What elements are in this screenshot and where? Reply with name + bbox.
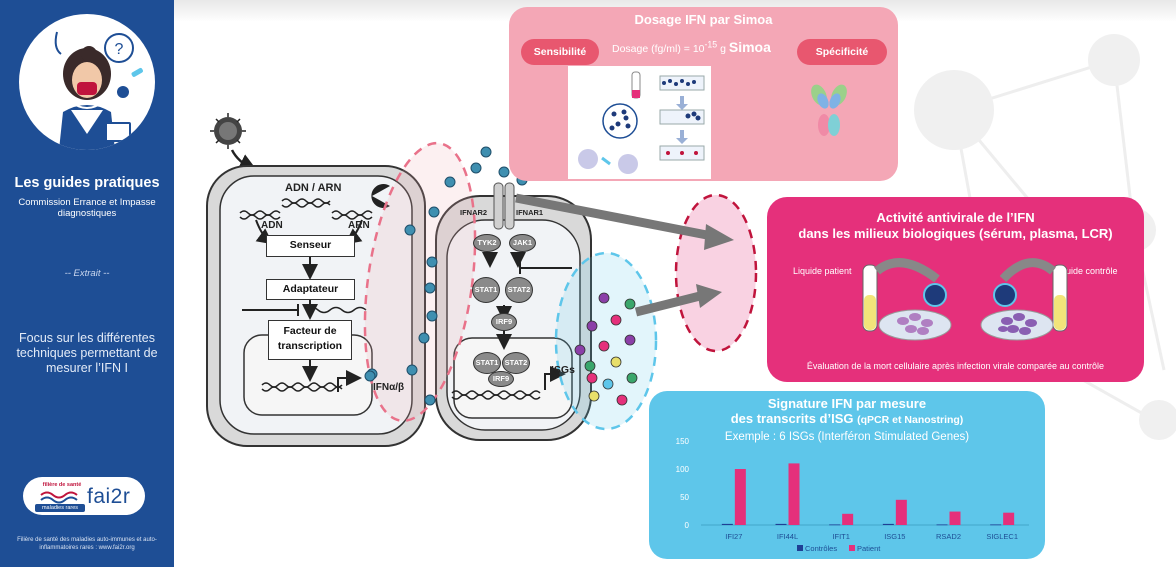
- bar-contr-les-siglec1: [990, 524, 1002, 526]
- ifnar1-label: IFNAR1: [516, 208, 544, 217]
- jak1-protein: JAK1: [509, 234, 536, 252]
- ifn-alpha-beta-label: IFNα/β: [373, 382, 405, 393]
- extract-label: -- Extrait --: [64, 268, 110, 279]
- specificity-pill: Spécificité: [797, 39, 887, 65]
- transcription-factor-box: Facteur de transcription: [268, 320, 352, 360]
- legend-swatch: [797, 545, 803, 551]
- bar-contr-les-rsad2: [936, 524, 948, 526]
- legend-swatch: [849, 545, 855, 551]
- control-liquid-label: Liquide contrôle: [1054, 266, 1118, 276]
- irf9-nucleus-protein: IRF9: [488, 371, 514, 387]
- bar-contr-les-isg15: [882, 523, 894, 525]
- x-tick-label: SIGLEC1: [986, 532, 1018, 541]
- isg-title-line2: des transcrits d’ISG: [730, 411, 854, 426]
- adapter-box: Adaptateur: [266, 279, 355, 300]
- logo-maladies-text: maladies rares: [35, 504, 85, 512]
- legend-label: Contrôles: [805, 544, 837, 553]
- antiviral-title: Activité antivirale de l’IFN dans les mi…: [767, 210, 1144, 242]
- patient-liquid-label: Liquide patient: [793, 266, 852, 276]
- simoa-word: Simoa: [728, 39, 771, 55]
- guide-title: Les guides pratiques: [14, 175, 160, 191]
- stat1-nucleus-protein: STAT1: [473, 352, 501, 374]
- x-tick-label: RSAD2: [936, 532, 961, 541]
- isg-title-small: (qPCR et Nanostring): [857, 414, 964, 426]
- dna-rna-label: ADN / ARN: [285, 182, 342, 194]
- guide-subtitle: Commission Errance et Impasse diagnostiq…: [18, 197, 156, 219]
- bar-patient-rsad2: [949, 511, 961, 525]
- dosage-unit: g: [720, 43, 726, 55]
- bar-patient-isg15: [895, 499, 907, 525]
- irf9-protein: IRF9: [491, 313, 517, 331]
- stat1-protein: STAT1: [472, 277, 500, 303]
- dosage-text: Dosage (fg/ml) = 10-15 g Simoa: [612, 39, 771, 55]
- isg-signature-panel: Signature IFN par mesure des transcrits …: [649, 391, 1045, 559]
- simoa-panel: Dosage IFN par Simoa Sensibilité Dosage …: [509, 7, 898, 181]
- stat2-nucleus-protein: STAT2: [502, 352, 530, 374]
- logo-wave-icon: [40, 491, 78, 504]
- simoa-title: Dosage IFN par Simoa: [634, 12, 773, 27]
- y-tick-label: 100: [676, 465, 690, 474]
- logo-filiere-text: filière de santé: [42, 482, 82, 488]
- x-tick-label: ISG15: [884, 532, 905, 541]
- bar-patient-ifi27: [734, 469, 746, 525]
- dna-label: ADN: [261, 220, 283, 231]
- bar-contr-les-ifi27: [721, 523, 733, 525]
- tyk2-protein: TYK2: [473, 234, 501, 252]
- focus-text: Focus sur les différentes techniques per…: [16, 331, 158, 375]
- fai2r-logo[interactable]: filière de santé maladies rares fai2r: [23, 477, 145, 515]
- bar-patient-siglec1: [1003, 512, 1015, 525]
- legend-label: Patient: [857, 544, 881, 553]
- tf-line2: transcription: [277, 340, 343, 352]
- logo-fai2r-text: fai2r: [87, 485, 131, 508]
- simoa-bead-illustration: [568, 66, 711, 179]
- tf-line1: Facteur de: [283, 325, 337, 337]
- svg-text:?: ?: [115, 41, 124, 58]
- x-tick-label: IFI27: [725, 532, 742, 541]
- stat2-protein: STAT2: [505, 277, 533, 303]
- antiviral-title-line2: dans les milieux biologiques (sérum, pla…: [798, 226, 1113, 241]
- culture-dishes-illustration: [862, 258, 1068, 341]
- antiviral-footer: Évaluation de la mort cellulaire après i…: [806, 361, 1105, 371]
- sidebar-footer: Filière de santé des maladies auto-immun…: [17, 537, 157, 551]
- rna-label: ARN: [348, 220, 370, 231]
- sidebar: ? Les guides pratiques Commission Erranc…: [0, 0, 174, 567]
- y-tick-label: 50: [680, 493, 689, 502]
- isgs-label: ISGs: [551, 364, 575, 376]
- ifnar2-label: IFNAR2: [460, 208, 488, 217]
- sensor-box: Senseur: [266, 235, 355, 257]
- bar-patient-ifit1: [842, 513, 854, 525]
- dosage-exponent: -15: [704, 39, 718, 50]
- bar-patient-ifi44l: [788, 463, 800, 525]
- x-tick-label: IFI44L: [777, 532, 798, 541]
- antibody-icon: [811, 84, 847, 136]
- antiviral-title-line1: Activité antivirale de l’IFN: [876, 210, 1035, 225]
- bar-contr-les-ifit1: [829, 524, 841, 526]
- bar-contr-les-ifi44l: [775, 523, 787, 525]
- isg-subtitle: Exemple : 6 ISGs (Interféron Stimulated …: [724, 431, 970, 443]
- dosage-label: Dosage (fg/ml) = 10: [612, 43, 705, 55]
- antiviral-activity-panel: Activité antivirale de l’IFN dans les mi…: [767, 197, 1144, 382]
- isg-title: Signature IFN par mesure des transcrits …: [649, 396, 1045, 428]
- y-tick-label: 0: [685, 521, 690, 530]
- isg-title-line1: Signature IFN par mesure: [767, 396, 927, 411]
- virus-icon: [210, 113, 246, 149]
- x-tick-label: IFIT1: [832, 532, 850, 541]
- y-tick-label: 150: [676, 437, 690, 446]
- doctor-illustration: ?: [19, 14, 155, 150]
- sensitivity-pill: Sensibilité: [521, 39, 599, 65]
